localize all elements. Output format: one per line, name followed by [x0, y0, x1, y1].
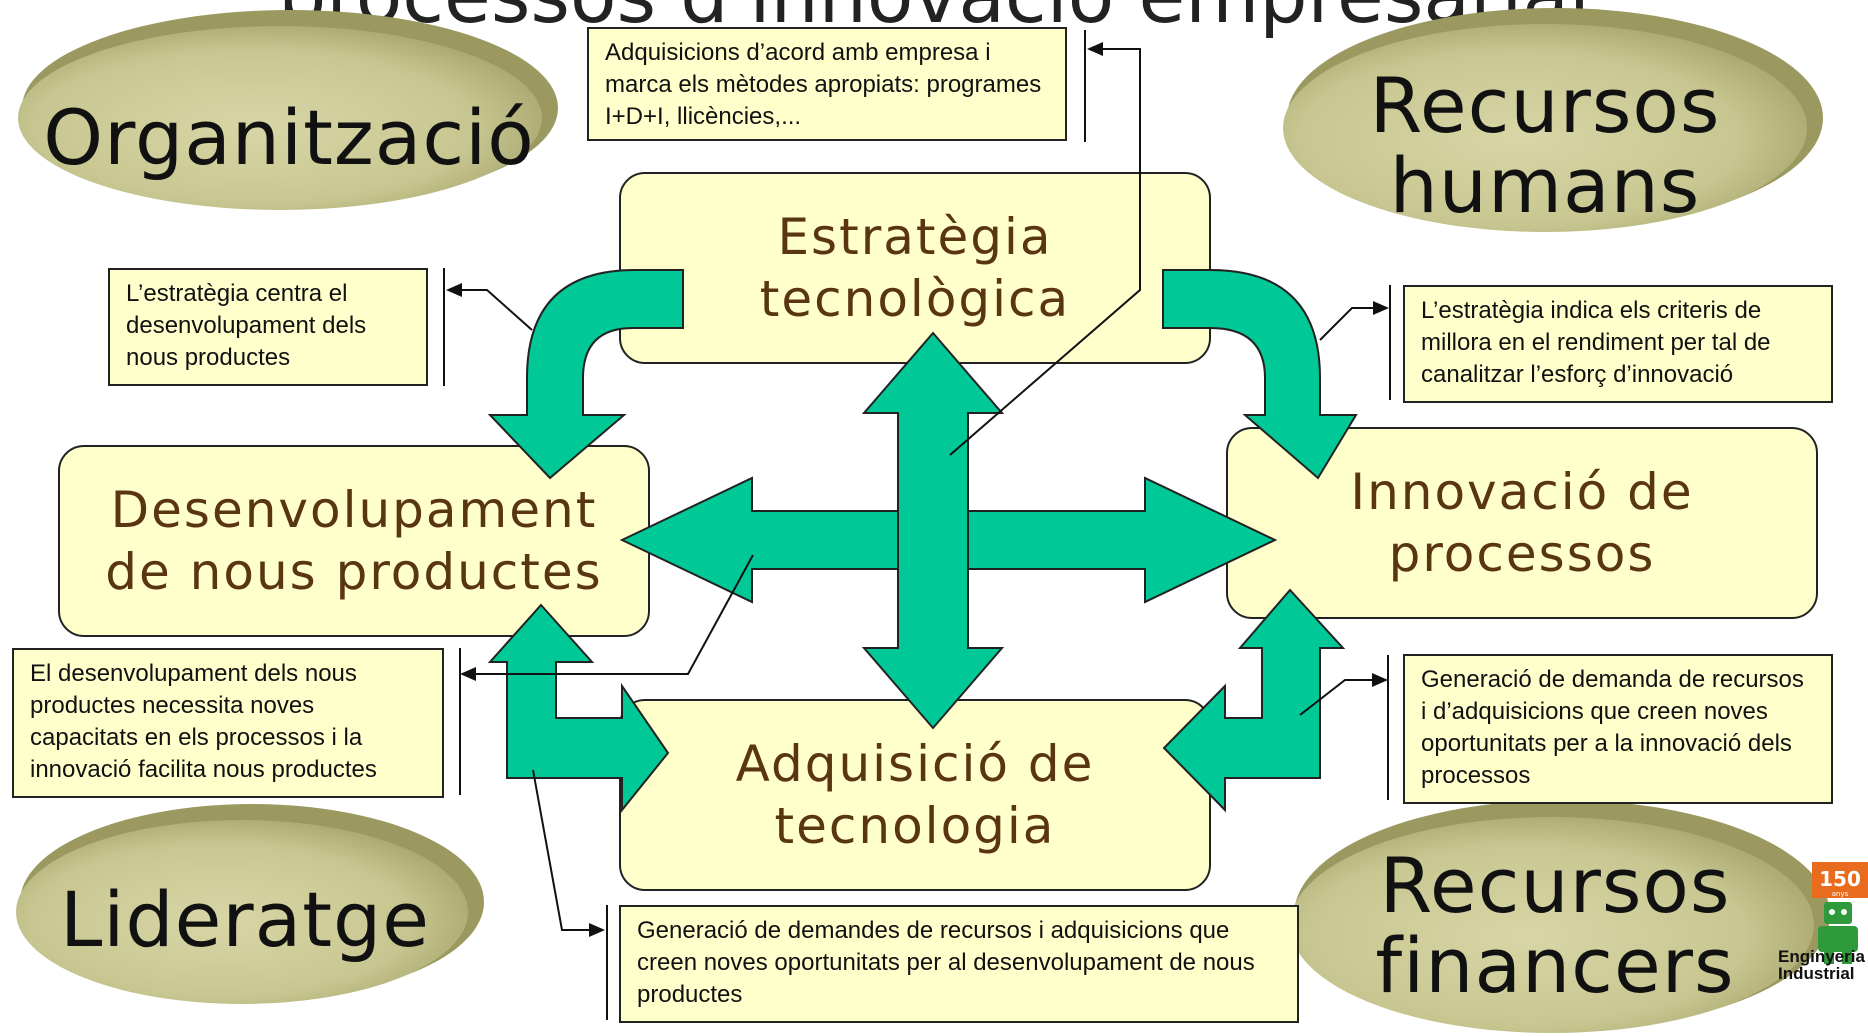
box-adquisicio-line1: Adquisició de: [735, 734, 1095, 793]
logo-text: Enginyeria Industrial: [1778, 947, 1865, 983]
note-bottom: Generació de demandes de recursos i adqu…: [619, 905, 1299, 1023]
box-adquisicio-tecnologia: Adquisició de tecnologia: [619, 699, 1211, 891]
logo-enginyeria-industrial: 150 anys: [1812, 862, 1868, 964]
arrowhead-left-top: [446, 283, 462, 297]
note-left-top: L’estratègia centra el desenvolupament d…: [108, 268, 428, 386]
box-desenvolupament-line1: Desenvolupament: [110, 480, 598, 539]
box-estrategia-line2: tecnològica: [759, 270, 1071, 328]
arrowhead-left-bottom: [460, 667, 476, 681]
arrow-desenvolupament-adquisicio: [487, 603, 670, 813]
arrowhead-right-top: [1373, 301, 1389, 315]
ellipse-recursos-humans: [1283, 8, 1823, 232]
arrowhead-bottom: [589, 923, 605, 937]
label-recursos-financers: Recursos financers: [1375, 841, 1735, 1010]
box-desenvolupament-line2: de nous productes: [105, 543, 603, 601]
ellipse-lideratge: [16, 804, 484, 1004]
arrow-estrategia-to-innovacio: [1162, 269, 1358, 480]
arrow-vertical-double: [861, 331, 1005, 730]
box-estrategia-tecnologica: Estratègia tecnològica: [619, 172, 1211, 364]
label-organitzacio: Organització: [43, 93, 535, 182]
arrow-estrategia-to-desenvolupament: [487, 269, 684, 480]
note-right-top: L’estratègia indica els criteris de mill…: [1403, 285, 1833, 403]
box-innovacio-processos: Innovació de processos: [1226, 427, 1818, 619]
ellipse-recursos-financers: [1290, 800, 1830, 1033]
note-top: Adquisicions d’acord amb empresa i marca…: [587, 27, 1067, 141]
arrow-adquisicio-innovacio: [1162, 588, 1346, 813]
note-left-bottom: El desenvolupament dels nous productes n…: [12, 648, 444, 798]
connector-top: [949, 48, 1141, 456]
label-recursos-humans: Recursos humans: [1369, 61, 1721, 230]
logo-badge: [1812, 862, 1868, 898]
arrowhead-right-bottom: [1372, 673, 1388, 687]
box-estrategia-line1: Estratègia: [777, 207, 1053, 266]
label-lideratge: Lideratge: [59, 875, 431, 964]
arrowhead-top: [1087, 42, 1103, 56]
logo-badge-sub: anys: [1832, 890, 1849, 898]
box-adquisicio-line2: tecnologia: [774, 797, 1056, 855]
logo-robot-figure: [1818, 902, 1858, 964]
note-right-bottom: Generació de demanda de recursos i d’adq…: [1403, 654, 1833, 804]
ellipse-organitzacio: [18, 10, 558, 210]
connector-left-bottom: [466, 554, 754, 675]
connector-left-top: [452, 289, 533, 331]
connector-right-bottom: [1299, 679, 1383, 716]
box-innovacio-line2: processos: [1388, 525, 1656, 583]
logo-badge-number: 150: [1819, 867, 1861, 891]
connector-bottom: [532, 769, 602, 931]
box-innovacio-line1: Innovació de: [1350, 462, 1694, 521]
